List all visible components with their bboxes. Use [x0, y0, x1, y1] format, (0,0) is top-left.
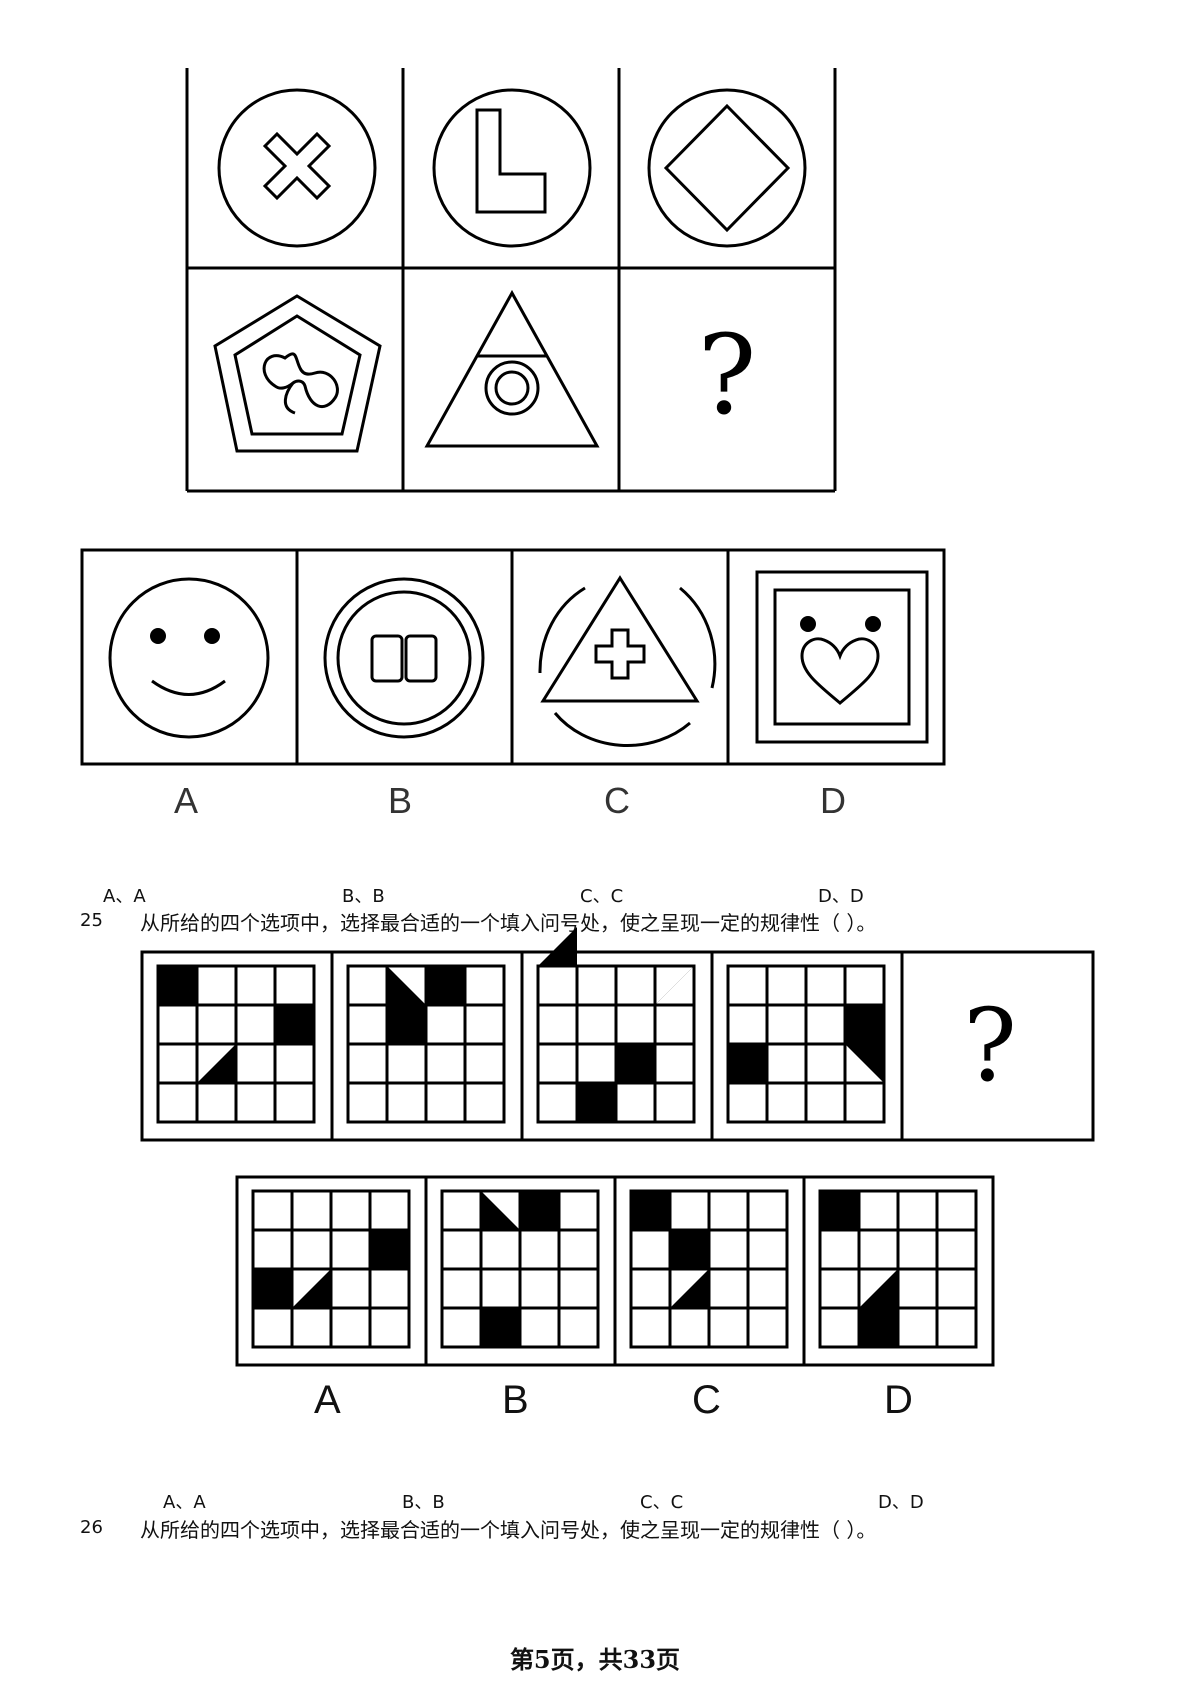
choice-d[interactable]: D、D	[878, 1492, 924, 1513]
q25-option-b-grid[interactable]	[440, 1189, 600, 1349]
option-label-a: A	[174, 780, 199, 821]
q25-option-c-grid[interactable]	[629, 1189, 789, 1349]
question-mark: ?	[963, 987, 1017, 1104]
circle-with-l-figure	[432, 88, 592, 248]
option-a-smiley-figure[interactable]	[108, 577, 270, 739]
page-footer: 第5页，共33页	[509, 1645, 681, 1674]
choice-a[interactable]: A、A	[103, 886, 146, 907]
puzzle1-option-labels: A B C D	[0, 780, 1190, 830]
question-text: 从所给的四个选项中，选择最合适的一个填入问号处，使之呈现一定的规律性（ ）。	[140, 911, 877, 935]
circle-with-diamond-figure	[647, 88, 807, 248]
option-label-d: D	[820, 780, 846, 821]
puzzle1-question-grid: ?	[185, 68, 837, 493]
choice-c[interactable]: C、C	[580, 886, 624, 907]
q25-options	[235, 1175, 995, 1367]
question-number: 26	[80, 1517, 103, 1538]
circle-with-cross-figure	[217, 88, 377, 248]
choice-a[interactable]: A、A	[163, 1492, 206, 1513]
choice-c[interactable]: C、C	[640, 1492, 684, 1513]
option-b-circle-figure[interactable]	[323, 577, 485, 739]
choice-b[interactable]: B、B	[402, 1492, 445, 1513]
q25-grid-2	[346, 964, 506, 1124]
q25-sequence: ?	[140, 927, 1095, 1142]
option-label-b: B	[502, 1378, 529, 1422]
q25-option-labels: A B C D	[0, 1378, 1190, 1428]
triangle-with-circles-figure	[424, 289, 600, 448]
q25-grid-4	[726, 964, 886, 1124]
choice-d[interactable]: D、D	[818, 886, 864, 907]
question-mark: ?	[698, 311, 757, 439]
q25-grid-1	[156, 964, 316, 1124]
option-label-c: C	[604, 780, 630, 821]
q25-option-a-grid[interactable]	[251, 1189, 411, 1349]
option-label-a: A	[314, 1378, 341, 1422]
q25-grid-3	[536, 927, 696, 1124]
pentagon-with-butterfly-figure	[213, 294, 382, 453]
option-d-heart-figure[interactable]	[755, 570, 929, 744]
q25-option-d-grid[interactable]	[818, 1189, 978, 1349]
puzzle1-options	[80, 548, 946, 766]
option-c-triangle-figure[interactable]	[538, 575, 717, 748]
option-label-d: D	[884, 1378, 913, 1422]
option-label-b: B	[388, 780, 413, 821]
question-number: 25	[80, 910, 103, 931]
choice-b[interactable]: B、B	[342, 886, 385, 907]
option-label-c: C	[692, 1378, 721, 1422]
question-text: 从所给的四个选项中，选择最合适的一个填入问号处，使之呈现一定的规律性（ ）。	[140, 1518, 877, 1542]
